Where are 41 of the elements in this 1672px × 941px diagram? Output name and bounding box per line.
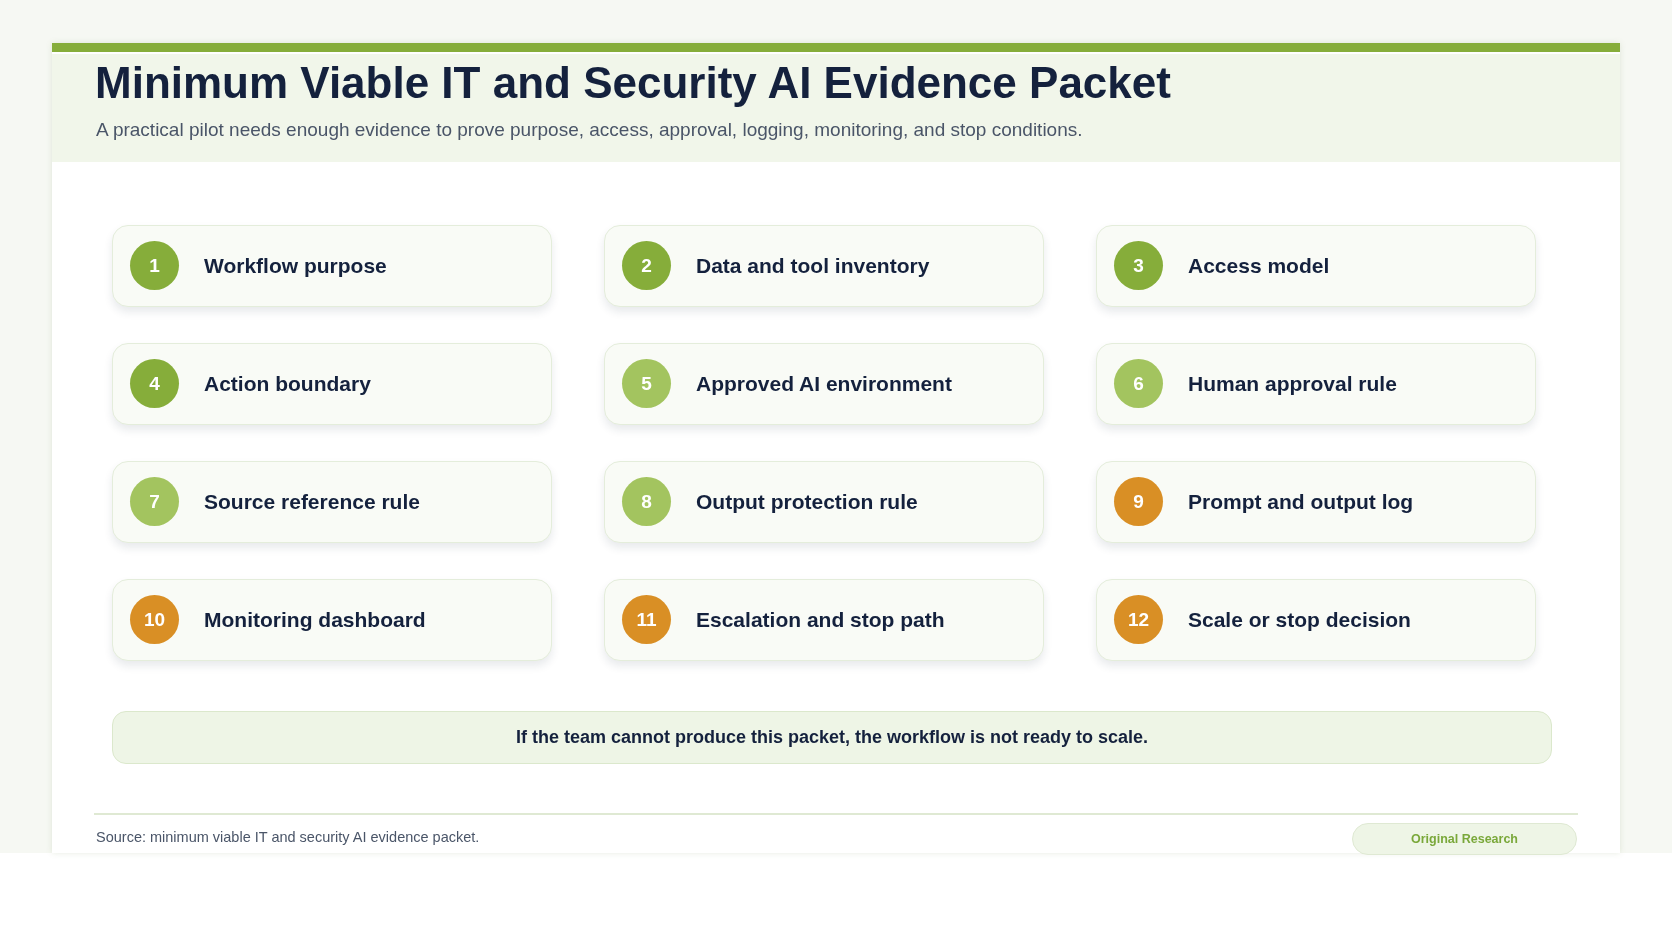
page-title: Minimum Viable IT and Security AI Evidence Packet (95, 57, 1171, 109)
card-title: Approved AI environment (696, 371, 952, 397)
evidence-card (112, 225, 552, 307)
evidence-card (604, 579, 1044, 661)
evidence-card (1096, 461, 1536, 543)
card-title: Output protection rule (696, 489, 918, 515)
card-title: Scale or stop decision (1188, 607, 1411, 633)
evidence-card (1096, 579, 1536, 661)
step-number: 9 (1114, 477, 1163, 526)
step-number: 7 (130, 477, 179, 526)
research-tag: Original Research (1352, 823, 1577, 855)
subtitle: A practical pilot needs enough evidence to prove purpose, access, approval, logging, monitoring, and stop conditions. (96, 119, 1083, 142)
evidence-card (604, 461, 1044, 543)
card-title: Prompt and output log (1188, 489, 1414, 515)
card-title: Source reference rule (204, 489, 420, 515)
step-number: 1 (130, 241, 179, 290)
evidence-card (604, 225, 1044, 307)
card-title: Escalation and stop path (696, 607, 945, 633)
step-number: 5 (622, 359, 671, 408)
step-number: 12 (1114, 595, 1163, 644)
step-number: 3 (1114, 241, 1163, 290)
evidence-card (112, 461, 552, 543)
card-title: Data and tool inventory (696, 253, 930, 279)
step-number: 10 (130, 595, 179, 644)
step-number: 11 (622, 595, 671, 644)
evidence-card (1096, 225, 1536, 307)
step-number: 4 (130, 359, 179, 408)
callout-banner: If the team cannot produce this packet, the workflow is not ready to scale. (112, 711, 1552, 764)
step-number: 2 (622, 241, 671, 290)
card-title: Access model (1188, 253, 1330, 279)
card-title: Workflow purpose (204, 253, 387, 279)
card-title: Action boundary (204, 371, 371, 397)
evidence-card (1096, 343, 1536, 425)
step-number: 8 (622, 477, 671, 526)
card-title: Human approval rule (1188, 371, 1397, 397)
card-title: Monitoring dashboard (204, 607, 426, 633)
evidence-card (112, 579, 552, 661)
evidence-card (604, 343, 1044, 425)
step-number: 6 (1114, 359, 1163, 408)
source-note: Source: minimum viable IT and security AI evidence packet. (96, 829, 480, 847)
evidence-card (112, 343, 552, 425)
